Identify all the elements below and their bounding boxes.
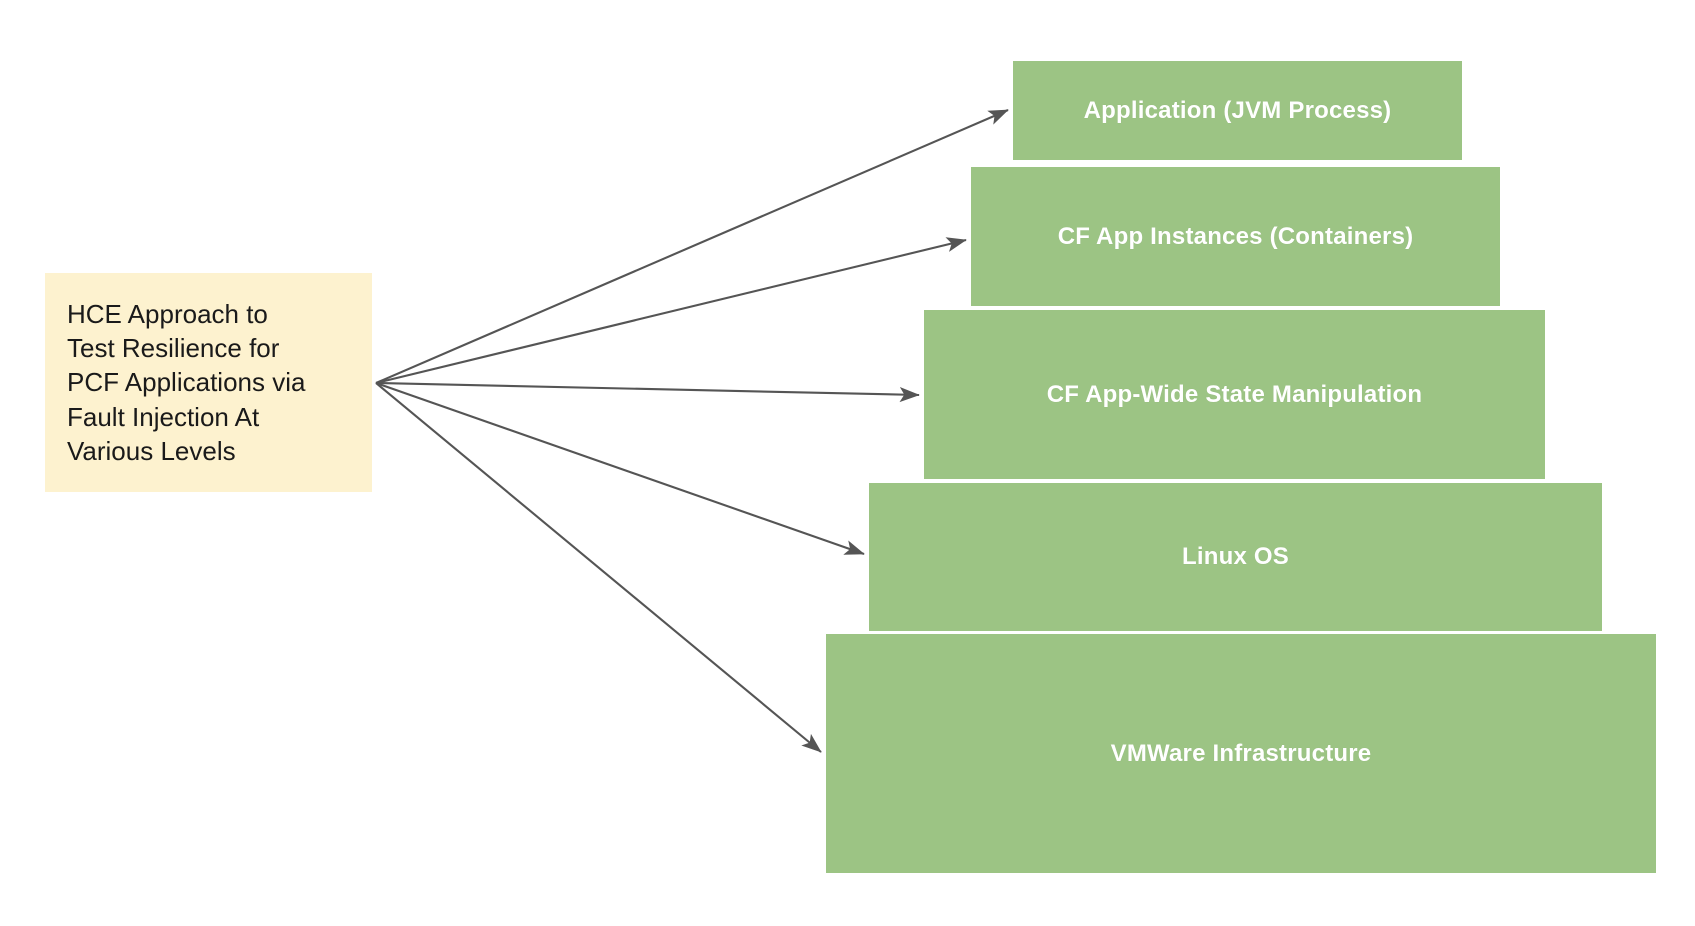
source-node-hce-approach[interactable]: HCE Approach to Test Resilience for PCF …: [45, 273, 372, 492]
layer-node-vmware-infrastructure[interactable]: VMWare Infrastructure: [826, 634, 1656, 873]
layer-node-label: CF App-Wide State Manipulation: [1046, 380, 1423, 408]
layer-node-cf-app-instances-containers[interactable]: CF App Instances (Containers): [971, 167, 1500, 306]
layer-node-label: VMWare Infrastructure: [1110, 739, 1372, 767]
connector-to-cf-app-wide-state: [375, 381, 920, 403]
layer-node-linux-os[interactable]: Linux OS: [869, 483, 1602, 631]
connector-to-linux-os: [375, 382, 865, 555]
connector-to-vmware-infrastructure: [375, 382, 822, 753]
layer-node-label: Application (JVM Process): [1083, 96, 1392, 124]
layer-node-cf-app-wide-state-manipulation[interactable]: CF App-Wide State Manipulation: [924, 310, 1545, 479]
layer-node-application-jvm-process[interactable]: Application (JVM Process): [1013, 61, 1462, 160]
connector-to-cf-app-instances: [375, 237, 967, 385]
source-node-label: HCE Approach to Test Resilience for PCF …: [67, 298, 306, 466]
layer-node-label: Linux OS: [1182, 543, 1289, 570]
layer-node-label: CF App Instances (Containers): [1057, 222, 1414, 250]
connector-to-application: [375, 109, 1009, 384]
